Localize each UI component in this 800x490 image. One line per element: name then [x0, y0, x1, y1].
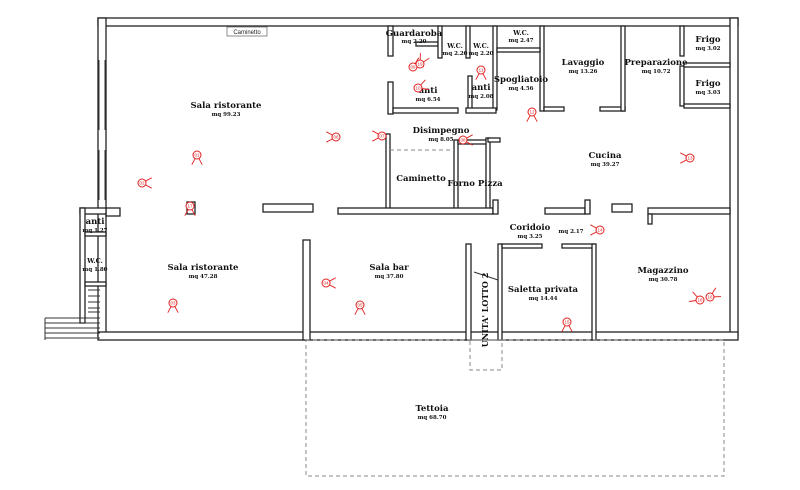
svg-text:08: 08	[460, 138, 466, 143]
room-spogliatoio-area: mq 4.56	[509, 86, 534, 92]
room-sala-ristorante-1-name: Sala ristorante	[191, 101, 263, 111]
room-sala-ristorante-2-area: mq 47.28	[189, 274, 218, 280]
room-tettoia-area: mq 68.70	[418, 415, 447, 421]
room-wc-4-area: mq 1.80	[83, 267, 108, 273]
room-preparazione-name: Preparazione	[624, 58, 688, 68]
room-cucina-name: Cucina	[588, 151, 622, 161]
room-anti-2-name: anti	[472, 83, 492, 93]
svg-text:10: 10	[415, 86, 421, 91]
svg-text:18: 18	[697, 298, 703, 303]
room-coridoio-name: Coridoio	[510, 223, 551, 233]
fireplace-label: Caminetto	[233, 30, 261, 36]
room-wc-1-area: mq 2.20	[443, 51, 468, 57]
corridor-area-label: mq 2.17	[559, 229, 584, 235]
svg-text:09: 09	[410, 65, 416, 70]
room-magazzino-area: mq 30.78	[649, 277, 678, 283]
room-wc-2-name: W.C.	[472, 42, 489, 50]
photo-marker-07: 07	[372, 130, 387, 142]
photo-marker-15: 15	[561, 317, 573, 332]
room-saletta-privata-area: mq 14.44	[529, 296, 558, 302]
svg-text:12: 12	[529, 110, 535, 115]
room-wc-2-area: mq 2.20	[469, 51, 494, 57]
room-sala-bar-name: Sala bar	[369, 263, 409, 273]
room-spogliatoio-name: Spogliatoio	[494, 75, 548, 85]
room-anti-3-area: mq 1.27	[83, 228, 108, 234]
svg-text:06: 06	[333, 135, 339, 140]
svg-text:01: 01	[194, 153, 200, 158]
photo-marker-19: 19	[415, 52, 430, 69]
room-lavaggio-name: Lavaggio	[562, 58, 605, 68]
room-tettoia-name: Tettoia	[415, 404, 449, 414]
room-saletta-privata-name: Saletta privata	[508, 285, 579, 295]
room-disimpegno-name: Disimpegno	[413, 126, 470, 136]
svg-text:14: 14	[597, 228, 603, 233]
photo-marker-02: 02	[137, 177, 152, 189]
svg-text:13: 13	[687, 156, 693, 161]
svg-text:02: 02	[139, 181, 145, 186]
internal-walls	[105, 25, 731, 341]
unit-lotto-label: UNITA' LOTTO 2	[480, 273, 490, 348]
room-labels: Sala ristorante mq 99.23 Guardaroba mq 2…	[83, 29, 721, 421]
svg-text:11: 11	[479, 68, 484, 73]
svg-text:07: 07	[379, 134, 385, 139]
room-wc-4-name: W.C.	[86, 257, 103, 265]
room-guardaroba-name: Guardaroba	[386, 29, 443, 39]
photo-marker-16: 16	[705, 287, 722, 302]
room-caminetto-name: Caminetto	[396, 174, 446, 184]
room-coridoio-area: mq 3.25	[518, 234, 543, 240]
room-wc-1-name: W.C.	[446, 42, 463, 50]
photo-marker-01: 01	[191, 150, 203, 165]
room-lavaggio-area: mq 13.26	[569, 69, 598, 75]
svg-text:04: 04	[323, 281, 329, 286]
photo-marker-12: 12	[526, 107, 538, 122]
room-anti-3-name: anti	[86, 217, 106, 227]
photo-marker-06: 06	[326, 131, 341, 143]
outer-walls	[97, 17, 739, 341]
room-wc-3-area: mq 2.47	[509, 38, 534, 44]
photo-marker-05: 05	[354, 300, 366, 315]
room-sala-ristorante-1-area: mq 99.23	[212, 112, 241, 118]
svg-text:05: 05	[357, 303, 363, 308]
room-anti-2-area: mq 2.08	[469, 94, 494, 100]
room-frigo-1-area: mq 3.02	[696, 46, 721, 52]
fireplace-tag: Caminetto	[226, 26, 268, 37]
svg-text:19: 19	[417, 62, 423, 67]
photo-point-markers: 01 02 03 04 05 06 07 08 09 10 11 12 13 14 15 16 17 18 19	[137, 52, 722, 332]
room-frigo-1-name: Frigo	[695, 35, 721, 45]
room-preparazione-area: mq 10.72	[642, 69, 671, 75]
svg-text:17: 17	[187, 204, 193, 209]
room-wc-3-name: W.C.	[512, 29, 529, 37]
room-frigo-2-area: mq 3.03	[696, 90, 721, 96]
room-anti-1-name: anti	[419, 86, 439, 96]
photo-marker-04: 04	[321, 277, 336, 289]
room-frigo-2-name: Frigo	[695, 79, 721, 89]
room-disimpegno-area: mq 8.05	[429, 137, 454, 143]
room-sala-bar-area: mq 37.80	[375, 274, 404, 280]
room-guardaroba-area: mq 2.20	[402, 39, 427, 45]
photo-marker-08: 08	[458, 134, 473, 146]
photo-marker-14: 14	[590, 224, 605, 236]
svg-text:03: 03	[170, 301, 176, 306]
room-magazzino-name: Magazzino	[637, 266, 688, 276]
photo-marker-03: 03	[167, 298, 179, 313]
stair-annex	[44, 207, 107, 340]
photo-marker-11: 11	[475, 65, 487, 80]
room-sala-ristorante-2-name: Sala ristorante	[168, 263, 240, 273]
room-cucina-area: mq 39.27	[591, 162, 620, 168]
photo-marker-18: 18	[689, 291, 705, 305]
room-forno-pizza-name: Forno Pizza	[447, 179, 503, 189]
photo-marker-13: 13	[680, 152, 695, 164]
room-anti-1-area: mq 6.54	[416, 97, 441, 103]
dashed-outlines	[305, 149, 725, 477]
photo-marker-10: 10	[413, 79, 429, 93]
svg-text:16: 16	[707, 295, 713, 300]
photo-marker-17: 17	[184, 201, 196, 216]
svg-text:15: 15	[564, 320, 570, 325]
